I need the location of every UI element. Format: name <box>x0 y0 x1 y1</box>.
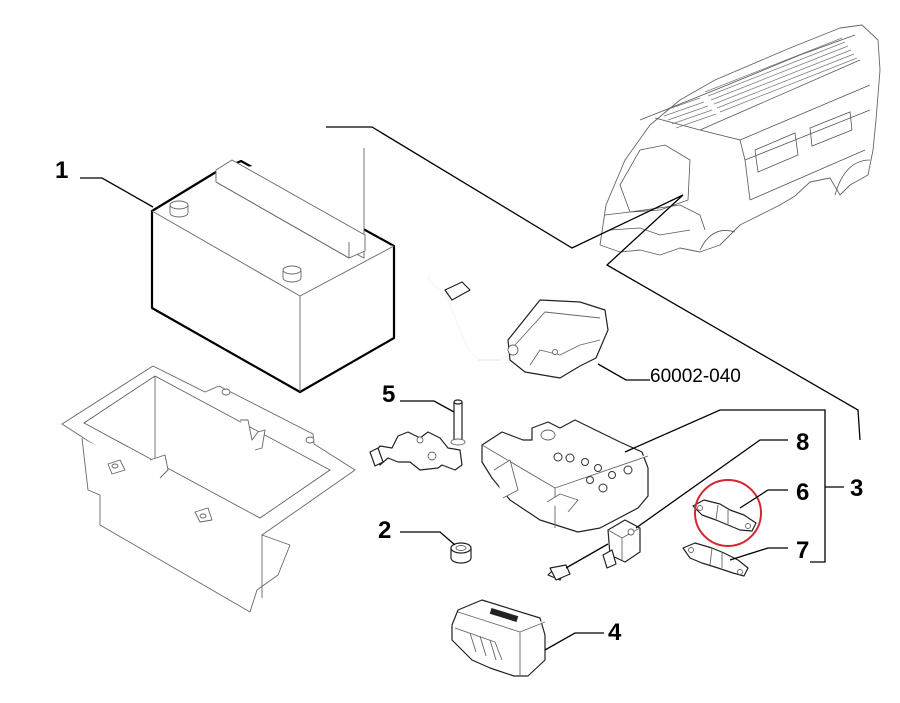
van-body-shell <box>599 24 881 256</box>
leader-line-6 <box>739 489 788 509</box>
battery-sensor-module <box>427 276 609 379</box>
callout-6[interactable]: 6 <box>796 479 809 506</box>
leader-line-7 <box>729 547 788 561</box>
highlight-circle <box>694 479 762 547</box>
leader-line-1 <box>80 177 154 208</box>
leader-line-fuse-box <box>624 409 826 563</box>
leader-line-2 <box>400 531 456 546</box>
leader-line-4 <box>544 632 604 651</box>
sensor-connector <box>547 519 641 581</box>
callout-2[interactable]: 2 <box>378 517 391 544</box>
battery <box>150 148 396 394</box>
callout-8[interactable]: 8 <box>796 429 809 456</box>
mega-fuse-6[interactable] <box>692 499 757 532</box>
callout-4[interactable]: 4 <box>608 619 622 646</box>
leader-line-sensor-module <box>597 363 650 381</box>
callout-1[interactable]: 1 <box>55 157 68 184</box>
mega-fuse-7 <box>682 542 749 577</box>
battery-terminal-positive <box>169 200 189 218</box>
battery-tray <box>61 365 356 613</box>
battery-terminal-negative <box>282 265 302 283</box>
leader-line-8 <box>635 439 788 529</box>
callout-5[interactable]: 5 <box>382 381 395 408</box>
terminal-nut <box>450 542 472 564</box>
leader-line-van-b <box>605 194 861 441</box>
control-module <box>451 599 546 677</box>
battery-terminal-clamp <box>369 399 466 471</box>
callout-7[interactable]: 7 <box>796 537 809 564</box>
leader-line-5 <box>400 400 455 413</box>
fuse-box-assembly <box>481 419 649 533</box>
leader-line-van-a <box>326 126 684 249</box>
callout-3[interactable]: 3 <box>850 475 863 502</box>
reference-part-number[interactable]: 60002-040 <box>650 366 741 387</box>
